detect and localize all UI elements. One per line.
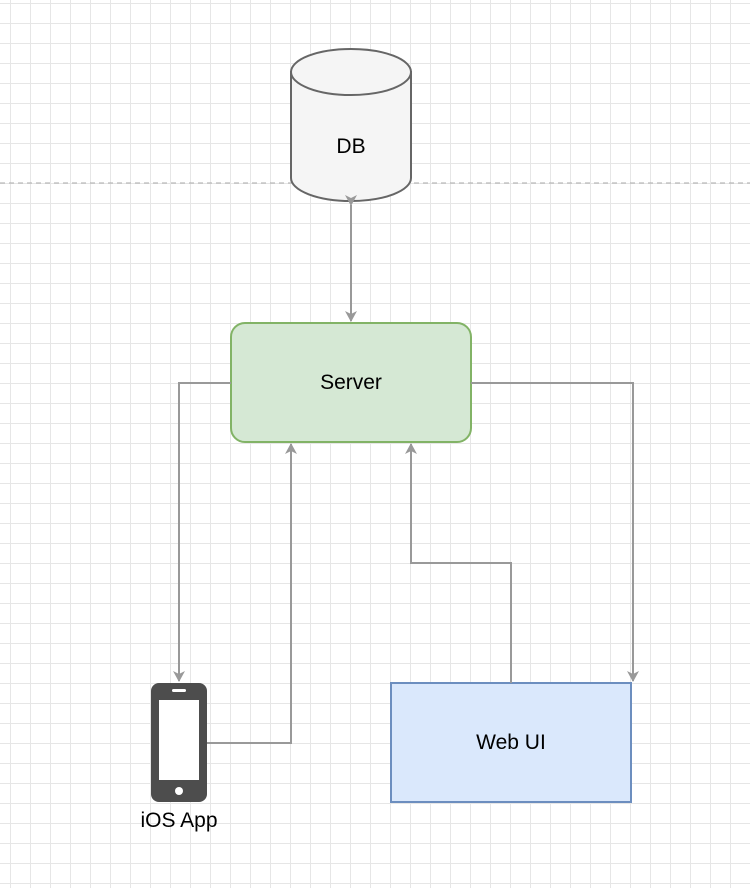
edge-ios-server[interactable]: [207, 443, 297, 744]
ios-app-label: iOS App: [140, 809, 218, 832]
web-ui-label: Web UI: [476, 730, 546, 754]
server-node[interactable]: Server: [231, 323, 471, 442]
edge-webui-server[interactable]: [405, 443, 512, 683]
web-ui-box-shape[interactable]: [390, 682, 632, 803]
web-ui-node[interactable]: Web UI: [391, 683, 631, 802]
db-label: DB: [336, 135, 366, 158]
edge-server-ios[interactable]: [173, 382, 231, 682]
mobile-phone-icon[interactable]: [151, 683, 207, 802]
db-cylinder-shape[interactable]: [290, 48, 412, 202]
server-label: Server: [320, 370, 382, 394]
db-node[interactable]: DB: [291, 95, 411, 199]
edge-server-webui[interactable]: [471, 382, 639, 682]
